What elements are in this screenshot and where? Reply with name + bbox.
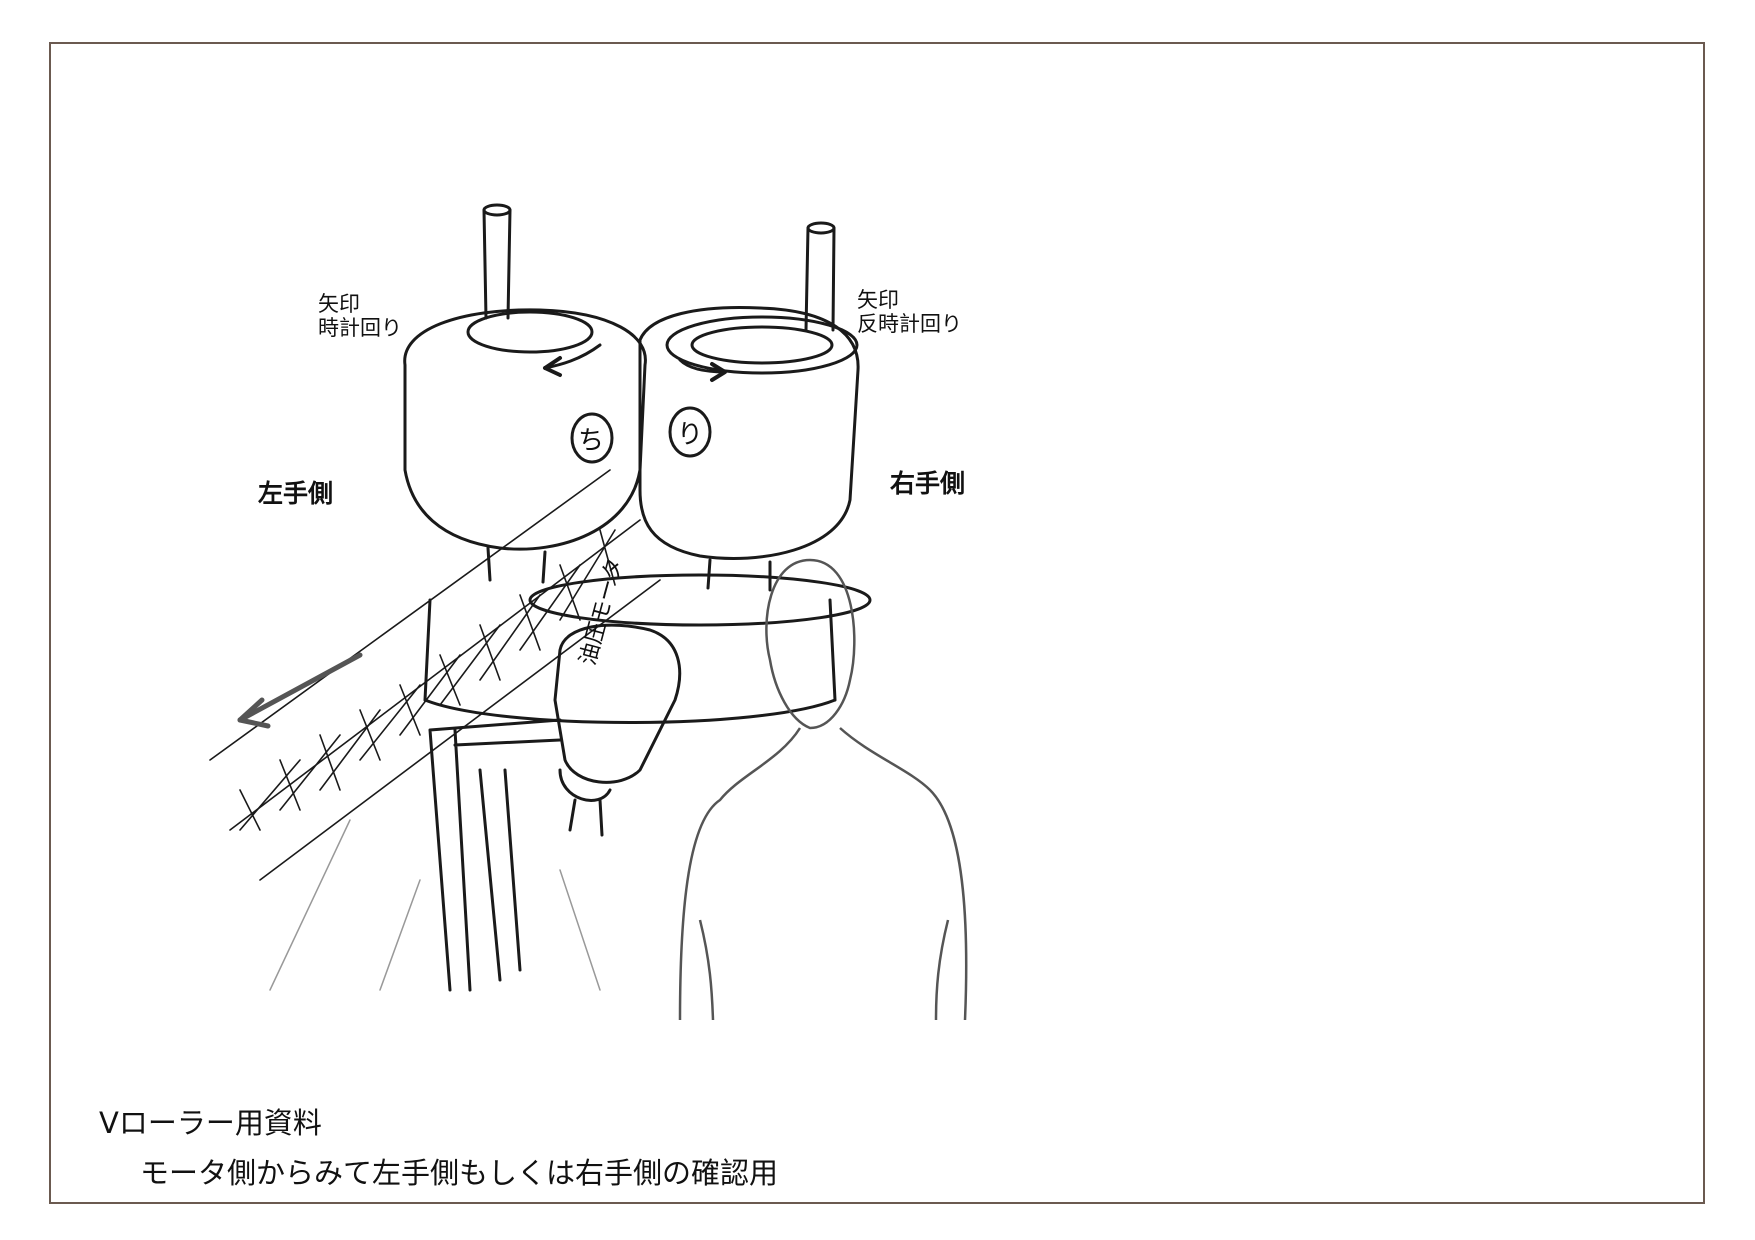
left-roller-mark: ち	[578, 426, 605, 456]
guide-lines	[269, 819, 601, 991]
left-roller	[403, 308, 647, 551]
left-hub	[486, 546, 547, 584]
left-arrow-note: 矢印 時計回り	[318, 292, 402, 340]
person-figure	[678, 558, 968, 1021]
left-side-label: 左手側	[258, 479, 334, 508]
travel-arrow	[237, 652, 363, 729]
right-roller-mark: り	[677, 420, 704, 450]
left-shaft	[482, 203, 512, 320]
hydraulic-motor	[553, 623, 682, 837]
right-roller	[638, 306, 860, 560]
base-disc	[423, 598, 837, 724]
right-side-label: 右手側	[890, 469, 966, 498]
caption-subtitle: モータ側からみて左手側もしくは右手側の確認用	[140, 1156, 779, 1190]
caption-title: Vローラー用資料	[99, 1106, 322, 1140]
right-arrow-note: 矢印 反時計回り	[857, 288, 962, 336]
conveyor-net	[209, 469, 661, 881]
frame-legs	[428, 718, 562, 992]
document-frame	[49, 42, 1705, 1204]
